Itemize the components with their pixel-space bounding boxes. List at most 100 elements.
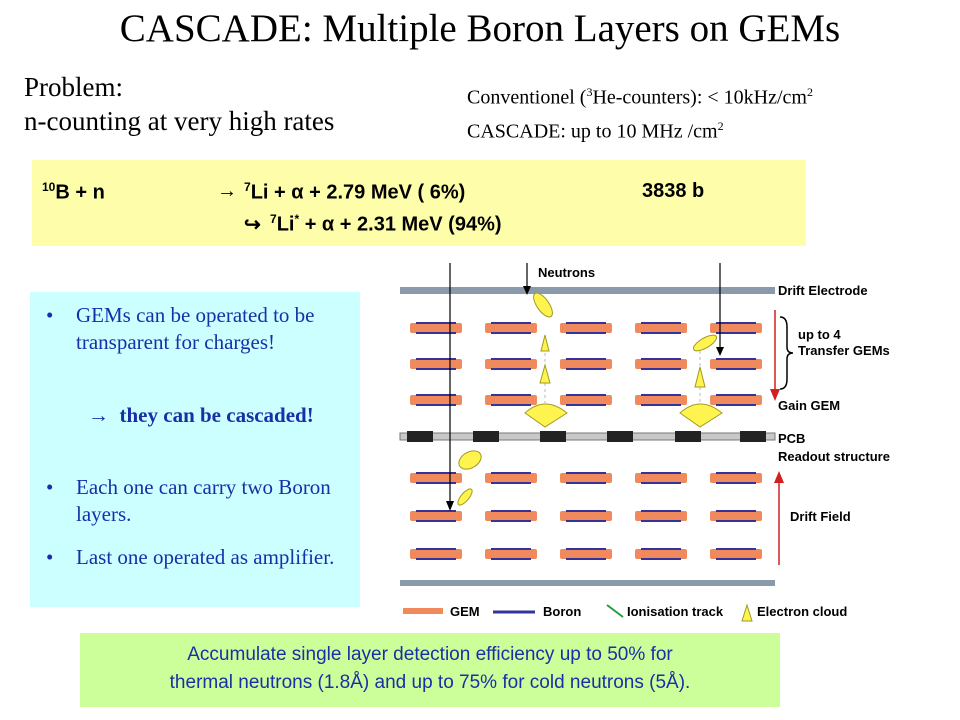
gem-foil [485, 473, 537, 483]
readout-pad [540, 431, 566, 442]
electron-cloud [533, 292, 553, 318]
reaction-branch-2: 7Li* + α + 2.31 MeV (94%) [270, 212, 502, 236]
boron-layer [641, 510, 681, 512]
label-gain-gem: Gain GEM [778, 398, 840, 413]
gem-foil [635, 323, 687, 333]
legend-gem: GEM [450, 604, 480, 619]
gem-foil [710, 323, 762, 333]
page-title: CASCADE: Multiple Boron Layers on GEMs [119, 7, 841, 50]
label-pcb: PCB [778, 431, 805, 446]
electron-cloud [540, 334, 550, 352]
boron-layer [641, 332, 681, 334]
gem-foil [560, 323, 612, 333]
boron-layer [641, 482, 681, 484]
label-readout: Readout structure [778, 449, 890, 464]
gem-foil [485, 359, 537, 369]
gem-foil [560, 473, 612, 483]
boron-layer [641, 472, 681, 474]
boron-layer [491, 558, 531, 560]
gem-layers [410, 322, 762, 560]
boron-layer [566, 520, 606, 522]
boron-layer [416, 510, 456, 512]
reaction-box: 10B + n → 7Li + α + 2.79 MeV ( 6%) 3838 … [32, 160, 806, 246]
boron-layer [491, 510, 531, 512]
gem-foil [635, 359, 687, 369]
legend-boron: Boron [543, 604, 581, 619]
reaction-cross-section: 3838 b [642, 180, 705, 202]
boron-layer [491, 358, 531, 360]
gem-foil [635, 549, 687, 559]
boron-layer [716, 404, 756, 406]
label-neutrons: Neutrons [538, 265, 595, 280]
readout-pad [407, 431, 433, 442]
problem-statement: Problem: n-counting at very high rates [24, 70, 334, 138]
problem-text: n-counting at very high rates [24, 106, 335, 136]
boron-layer [716, 482, 756, 484]
boron-layer [566, 368, 606, 370]
boron-layer [716, 322, 756, 324]
boron-layer [641, 558, 681, 560]
diagram-legend: GEM Boron Ionisation track Electron clou… [403, 603, 847, 622]
gem-foil [710, 473, 762, 483]
gem-foil [560, 511, 612, 521]
gem-foil [560, 395, 612, 405]
boron-layer [491, 322, 531, 324]
gem-foil [410, 395, 462, 405]
boron-layer [716, 472, 756, 474]
gem-foil [410, 359, 462, 369]
arrowhead-icon [774, 471, 784, 483]
electron-cloud [694, 366, 706, 388]
boron-layer [491, 404, 531, 406]
cascade-diagram: Neutrons Drift Electrode up to 4 Transfe… [399, 263, 890, 622]
boron-layer [491, 472, 531, 474]
cascade-rate: CASCADE: up to 10 MHz /cm2 [467, 118, 724, 143]
gem-foil [710, 359, 762, 369]
boron-layer [716, 368, 756, 370]
boron-layer [716, 548, 756, 550]
gem-foil [410, 473, 462, 483]
boron-layer [566, 358, 606, 360]
gem-foil [560, 359, 612, 369]
boron-layer [566, 472, 606, 474]
boron-layer [716, 520, 756, 522]
summary-box: Accumulate single layer detection effici… [80, 633, 780, 707]
boron-layer [716, 394, 756, 396]
boron-layer [491, 548, 531, 550]
bullet-panel: • GEMs can be operated to be transparent… [30, 292, 360, 607]
boron-layer [641, 358, 681, 360]
boron-layer [416, 394, 456, 396]
electron-cloud [679, 403, 723, 428]
electron-cloud [692, 334, 718, 352]
boron-layer [566, 482, 606, 484]
problem-label: Problem: [24, 72, 123, 102]
boron-layer [716, 558, 756, 560]
reaction-arrow: → [217, 180, 237, 202]
boron-layer [416, 368, 456, 370]
arrowhead-icon [770, 389, 780, 401]
boron-layer [416, 358, 456, 360]
legend-track: Ionisation track [627, 604, 724, 619]
boron-layer [566, 548, 606, 550]
boron-layer [716, 332, 756, 334]
boron-layer [491, 520, 531, 522]
conventional-rate: Conventionel (3He-counters): < 10kHz/cm2 [467, 85, 813, 109]
legend-track-swatch [606, 604, 624, 618]
boron-layer [491, 368, 531, 370]
boron-layer [641, 368, 681, 370]
electron-cloud [524, 403, 568, 428]
boron-layer [416, 548, 456, 550]
legend-gem-swatch [403, 608, 443, 614]
arrowhead-icon [716, 347, 724, 356]
drift-electrode [400, 287, 775, 294]
gem-foil [485, 511, 537, 521]
boron-layer [716, 510, 756, 512]
bottom-electrode [400, 580, 775, 586]
boron-layer [416, 558, 456, 560]
arrowhead-icon [446, 501, 454, 511]
boron-layer [416, 404, 456, 406]
summary-line-1: Accumulate single layer detection effici… [187, 644, 673, 665]
electron-cloud [539, 363, 551, 384]
gem-foil [635, 395, 687, 405]
readout-pad [473, 431, 499, 442]
legend-cloud: Electron cloud [757, 604, 847, 619]
